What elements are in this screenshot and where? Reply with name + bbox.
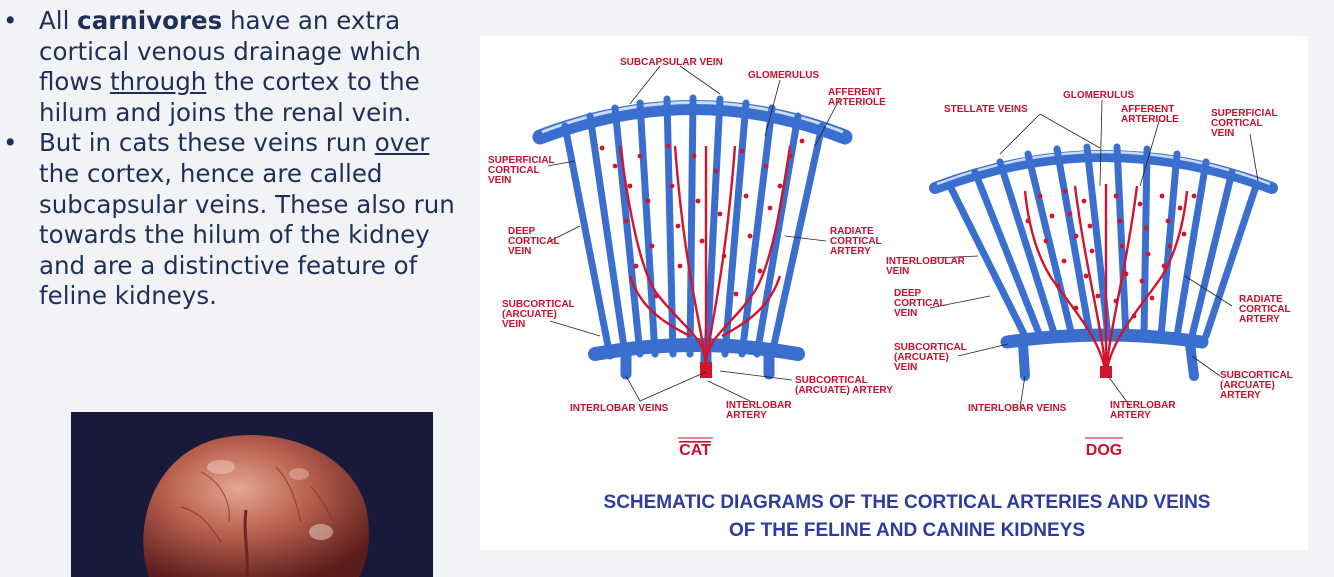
cat-label-interlobar-artery-1: INTERLOBAR <box>726 400 792 411</box>
dog-label-superficial-1: SUPERFICIAL <box>1211 108 1278 119</box>
dog-label-stellate: STELLATE VEINS <box>944 104 1028 115</box>
bullet-text: the cortex to the hilum and joins the re… <box>39 67 420 127</box>
cat-label-deep-3: VEIN <box>508 246 531 257</box>
cat-label-superficial-3: VEIN <box>488 175 511 186</box>
bullet-glyph: • <box>3 128 18 158</box>
cat-label-superficial-2: CORTICAL <box>488 165 540 176</box>
dog-label-superficial-2: CORTICAL <box>1211 118 1263 129</box>
cat-label-deep-1: DEEP <box>508 226 536 237</box>
bullet-text: the cortex, hence are called subcapsular… <box>39 158 455 311</box>
kidney-photo-image <box>143 435 369 577</box>
cat-label-radiate-3: ARTERY <box>830 246 871 257</box>
bullet-glyph: • <box>3 6 18 35</box>
dog-label-interlobar-artery-1: INTERLOBAR <box>1110 400 1176 411</box>
cat-label-subcortical-vein-3: VEIN <box>502 319 525 330</box>
dog-label-deep-3: VEIN <box>894 308 917 319</box>
dog-label-subcortical-artery-3: ARTERY <box>1220 390 1261 401</box>
cat-label-afferent-2: ARTERIOLE <box>828 97 886 108</box>
cat-label-radiate-1: RADIATE <box>830 226 874 237</box>
diagram-panel: SUBCAPSULAR VEIN GLOMERULUS AFFERENT ART… <box>480 36 1308 550</box>
dog-label-radiate-2: CORTICAL <box>1239 304 1291 315</box>
dog-label-interlobular-2: VEIN <box>886 266 909 277</box>
kidney-diagram: SUBCAPSULAR VEIN GLOMERULUS AFFERENT ART… <box>488 57 1293 541</box>
dog-label-deep-1: DEEP <box>894 288 922 299</box>
bullet-list: • All carnivores have an extra cortical … <box>0 6 470 312</box>
cat-label-subcapsular-vein: SUBCAPSULAR VEIN <box>620 57 723 68</box>
bullet-text: have an extra cortical venous drainage w… <box>39 6 421 97</box>
dog-label-subcortical-vein-3: VEIN <box>894 362 917 373</box>
dog-label-superficial-3: VEIN <box>1211 128 1234 139</box>
dog-label-subcortical-artery-1: SUBCORTICAL <box>1220 370 1293 381</box>
dog-label-subcortical-vein-1: SUBCORTICAL <box>894 342 967 353</box>
cat-label-subcortical-vein-2: (ARCUATE) <box>502 309 557 320</box>
dog-label-interlobular-1: INTERLOBULAR <box>886 256 966 267</box>
cat-label-subcortical-artery-1: SUBCORTICAL <box>795 375 868 386</box>
bullet-bold-term: carnivores <box>77 6 223 35</box>
dog-species-label: DOG <box>1086 442 1122 459</box>
dog-label-radiate-1: RADIATE <box>1239 294 1283 305</box>
cat-label-interlobar-veins: INTERLOBAR VEINS <box>570 403 669 414</box>
cat-label-glomerulus: GLOMERULUS <box>748 70 819 81</box>
diagram-caption-line2: OF THE FELINE AND CANINE KIDNEYS <box>729 520 1085 541</box>
dog-label-subcortical-vein-2: (ARCUATE) <box>894 352 949 363</box>
dog-label-deep-2: CORTICAL <box>894 298 946 309</box>
cat-schematic <box>532 94 853 380</box>
dog-label-radiate-3: ARTERY <box>1239 314 1280 325</box>
bullet-underlined-term: through <box>110 67 207 97</box>
cat-label-afferent-1: AFFERENT <box>828 87 881 98</box>
bullet-text: All <box>39 6 78 35</box>
dog-label-afferent-1: AFFERENT <box>1121 104 1174 115</box>
dog-label-glomerulus: GLOMERULUS <box>1063 90 1134 101</box>
bullet-carnivores: • All carnivores have an extra cortical … <box>0 6 470 128</box>
diagram-caption-line1: SCHEMATIC DIAGRAMS OF THE CORTICAL ARTER… <box>604 492 1211 513</box>
dog-schematic <box>929 143 1278 381</box>
leader-lines <box>547 65 1259 409</box>
cat-label-subcortical-vein-1: SUBCORTICAL <box>502 299 575 310</box>
cat-label-interlobar-artery-2: ARTERY <box>726 410 767 421</box>
bullet-underlined-term: over <box>374 128 430 158</box>
cat-label-subcortical-artery-2: (ARCUATE) ARTERY <box>795 385 893 396</box>
cat-species-label: CAT <box>679 442 711 459</box>
bullet-cats: • But in cats these veins run over the c… <box>0 128 470 312</box>
dog-label-afferent-2: ARTERIOLE <box>1121 114 1179 125</box>
dog-label-interlobar-veins: INTERLOBAR VEINS <box>968 403 1067 414</box>
dog-label-subcortical-artery-2: (ARCUATE) <box>1220 380 1275 391</box>
cat-label-deep-2: CORTICAL <box>508 236 560 247</box>
cat-label-superficial-1: SUPERFICIAL <box>488 155 555 166</box>
bullet-text: But in cats these veins run <box>39 128 375 158</box>
cat-label-radiate-2: CORTICAL <box>830 236 882 247</box>
dog-label-interlobar-artery-2: ARTERY <box>1110 410 1151 421</box>
kidney-photo <box>71 412 433 577</box>
